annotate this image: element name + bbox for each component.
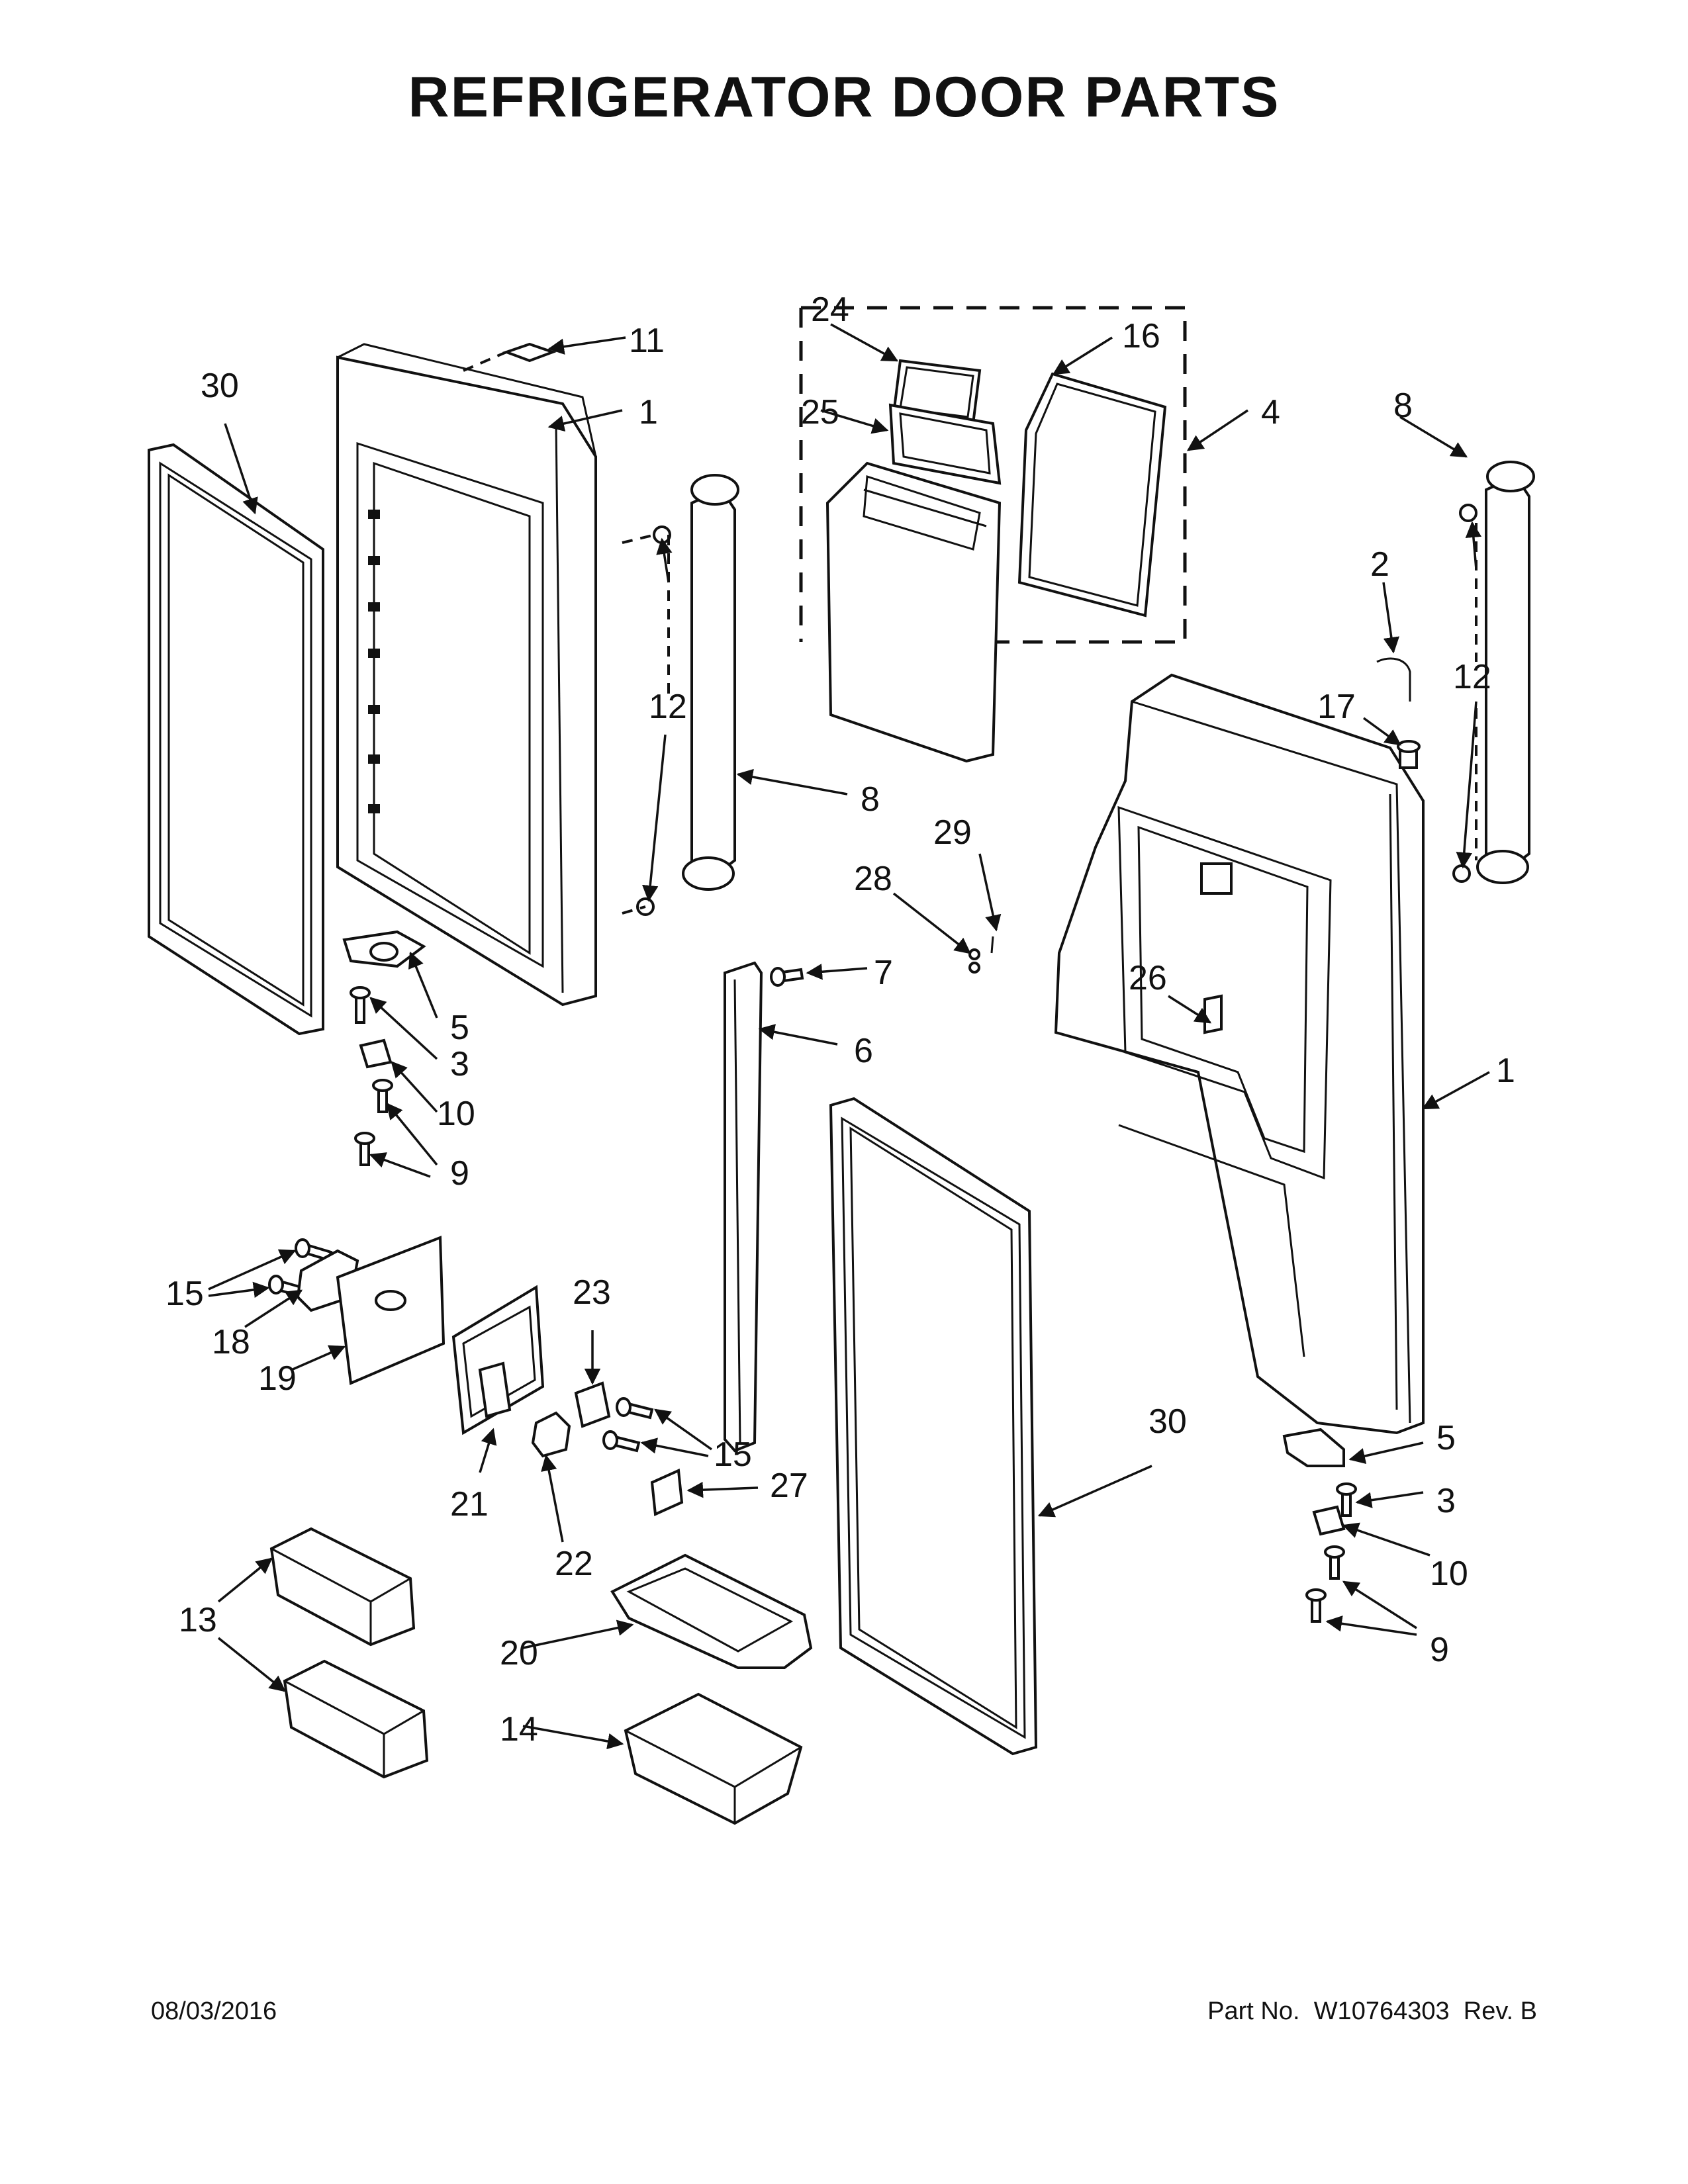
callout-29: 29 — [933, 813, 972, 852]
callout-10-right: 10 — [1430, 1555, 1468, 1593]
door-assembly-right — [1054, 673, 1425, 1435]
spring-28 — [968, 948, 980, 974]
ice-bucket-20 — [610, 1553, 813, 1669]
callout-20: 20 — [500, 1634, 538, 1672]
door-gasket-left — [148, 443, 324, 1036]
callout-11: 11 — [629, 322, 665, 360]
control-housing-19 — [336, 1236, 445, 1385]
callout-28: 28 — [854, 860, 892, 898]
ice-chute-flap-26 — [1203, 994, 1223, 1034]
callout-4: 4 — [1261, 393, 1280, 432]
part-no-value: W10764303 — [1313, 1997, 1450, 2025]
rev-value: B — [1520, 1997, 1537, 2025]
callout-6: 6 — [854, 1032, 873, 1070]
callout-21: 21 — [450, 1485, 489, 1524]
hinge-bracket-left — [342, 930, 426, 968]
callout-7: 7 — [874, 954, 893, 992]
hinge-bracket-right — [1282, 1428, 1345, 1467]
callout-10-left: 10 — [437, 1095, 475, 1133]
callout-13: 13 — [179, 1601, 217, 1639]
screw-left-9a — [372, 1079, 393, 1113]
rev-label: Rev. — [1463, 1997, 1514, 2025]
callout-25: 25 — [801, 393, 839, 432]
callout-23: 23 — [573, 1273, 611, 1312]
door-stop-right — [1312, 1505, 1346, 1536]
callout-14: 14 — [500, 1710, 538, 1749]
part-no-label: Part No. — [1207, 1997, 1300, 2025]
callout-22: 22 — [555, 1545, 593, 1583]
callout-1-left: 1 — [639, 393, 658, 432]
door-assembly-left — [336, 343, 597, 1007]
callout-30-center: 30 — [1149, 1402, 1187, 1441]
leader-lines — [208, 323, 1490, 1750]
bracket-23 — [574, 1381, 611, 1428]
callout-12-right: 12 — [1453, 658, 1491, 696]
screw-7 — [770, 967, 804, 987]
door-bin-13b — [283, 1659, 429, 1779]
callout-8-left: 8 — [861, 780, 880, 819]
bin-14 — [624, 1692, 803, 1825]
door-handle-right — [1452, 461, 1535, 884]
screw-15c — [616, 1397, 654, 1420]
water-tube — [1376, 657, 1411, 702]
screw-15d — [602, 1430, 641, 1453]
callout-26: 26 — [1129, 959, 1167, 997]
callout-3-right: 3 — [1436, 1482, 1456, 1520]
screw-left-3 — [350, 986, 371, 1024]
callout-18: 18 — [212, 1323, 250, 1361]
door-stop-left — [359, 1038, 393, 1069]
screw-right-9b — [1305, 1588, 1327, 1623]
door-bin-13a — [269, 1527, 416, 1647]
door-handle-left — [636, 474, 739, 916]
hinge-cover-pad — [502, 342, 557, 363]
mullion-6 — [724, 961, 763, 1453]
callout-5-left: 5 — [450, 1009, 469, 1047]
screw-right-3 — [1336, 1482, 1357, 1517]
callout-12-left: 12 — [649, 688, 687, 726]
screw-right-9a — [1324, 1545, 1345, 1580]
dispenser-frame-kit-box — [799, 306, 1187, 644]
fitting-17 — [1397, 740, 1421, 769]
callout-9-right: 9 — [1430, 1631, 1449, 1669]
pin-29 — [990, 936, 994, 954]
callout-27: 27 — [770, 1467, 808, 1505]
dispenser-cover-16 — [1017, 372, 1167, 617]
callout-15-left: 15 — [165, 1275, 204, 1313]
callout-5-right: 5 — [1436, 1419, 1456, 1457]
footer-date: 08/03/2016 — [151, 1997, 277, 2025]
dispenser-control-21 — [451, 1285, 545, 1435]
callout-19: 19 — [258, 1359, 297, 1398]
screw-15a — [295, 1238, 333, 1262]
dispenser-housing — [825, 461, 1002, 763]
callout-17: 17 — [1317, 688, 1356, 726]
callout-16: 16 — [1122, 317, 1160, 355]
screw-left-9b — [354, 1132, 375, 1166]
door-gasket-center — [829, 1097, 1038, 1756]
callout-24: 24 — [811, 291, 849, 329]
callout-9-left: 9 — [450, 1154, 469, 1193]
page-title: REFRIGERATOR DOOR PARTS — [408, 66, 1280, 129]
cover-27 — [650, 1469, 684, 1516]
dispenser-seal-25 — [888, 403, 1002, 485]
callout-1-right: 1 — [1496, 1052, 1515, 1090]
callout-30-left: 30 — [201, 367, 239, 405]
auger-motor-22 — [531, 1411, 571, 1458]
callout-8-right: 8 — [1393, 387, 1413, 425]
callout-15-center: 15 — [714, 1435, 752, 1474]
callout-2: 2 — [1370, 545, 1389, 584]
callout-3-left: 3 — [450, 1045, 469, 1083]
footer-part-number: Part No. W10764303 Rev. B — [1207, 1997, 1537, 2026]
